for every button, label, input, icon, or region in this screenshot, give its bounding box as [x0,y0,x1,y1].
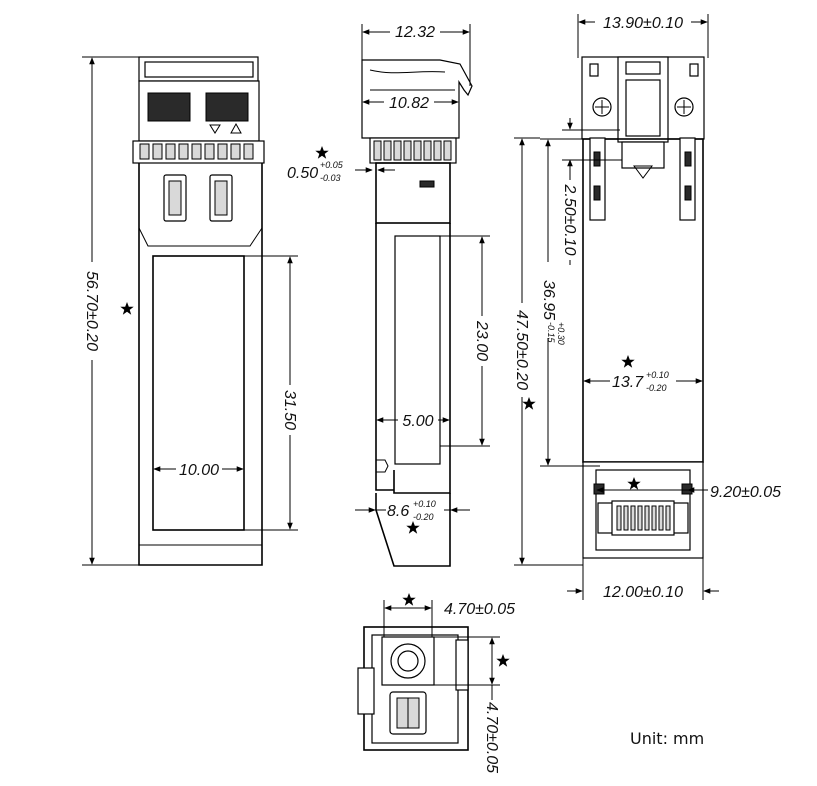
rear-latch-tab [625,61,661,75]
side-offset-text: 5.00 [402,413,433,430]
front-body [138,163,263,566]
rear-connector-contacts [611,500,675,536]
rear-slot [684,185,692,201]
screw-icon [674,97,694,117]
side-label-length-text: 23.00 [473,320,490,361]
dim-text-mask [390,22,440,39]
end-ferrule-inner [397,650,419,672]
star-icon [621,355,635,368]
label-length-text: 31.50 [281,390,298,430]
star-icon [522,397,536,410]
rear-rail-left [589,137,606,221]
cage-upper-text: +0.30 [556,322,566,345]
overall-length-text: 56.70±0.20 [83,271,100,351]
rear-latch-foot [621,141,665,169]
mid-upper-text: +0.10 [646,370,669,380]
step-lower-text: -0.03 [320,173,341,183]
rear-connector-pin [681,483,693,495]
dim-text-mask [610,368,676,394]
side-view: 12.32 10.82 0.50 +0.05 -0.03 23.00 5.00 … [287,22,491,567]
rear-latch-body [625,79,661,137]
dim-text-mask [537,262,567,338]
cage-base-text: 36.95 [540,280,557,320]
rear-connector-pin [593,483,605,495]
side-upper-body [375,162,451,224]
rear-clip-left [589,63,599,77]
side-top-width-text: 12.32 [395,24,435,41]
rear-view: 13.90±0.10 2.50±0.10 36.95 +0.30 -0.15 4… [513,13,781,601]
rear-rail-right [679,137,696,221]
end-right-rail [455,639,469,691]
dim-text-mask [281,385,299,435]
front-window-left-inner [168,180,182,216]
dim-text-mask [595,13,691,30]
dim-text-mask [513,303,531,397]
rear-slot [593,185,601,201]
front-step-line [138,227,263,247]
tail-base-text: 8.6 [387,503,409,520]
side-latch-width-text: 10.82 [389,95,429,112]
dim-text-mask [561,180,579,260]
unit-label: Unit: mm [630,729,704,748]
connector-height-text: 9.20±0.05 [710,484,781,501]
port-height-text: 4.70±0.05 [483,702,500,773]
star-icon [120,302,134,315]
mid-base-text: 13.7 [612,374,644,391]
star-icon [496,654,510,667]
rear-slot [593,151,601,167]
screw-icon [592,97,612,117]
front-port-right [205,92,249,122]
step-upper-text: +0.05 [320,160,344,170]
rear-connector-teeth [616,505,671,531]
body-length-text: 47.50±0.20 [513,310,530,390]
star-icon [402,593,416,606]
port-width-text: 4.70±0.05 [444,601,515,618]
rear-clip-right [689,63,699,77]
end-side-tab [357,667,375,715]
side-latch-curve [369,69,446,74]
side-tail [375,493,451,567]
up-triangle-icon [230,122,242,134]
dim-text-mask [83,262,101,360]
dim-text-mask [176,460,222,478]
front-view: 56.70±0.20 31.50 10.00 [82,56,299,566]
side-indicator-slot [419,180,435,188]
side-lower-body [375,223,451,494]
label-width-text: 10.00 [179,462,219,479]
front-window-right-inner [214,180,228,216]
step-base-text: 0.50 [287,165,318,182]
latch-offset-text: 2.50±0.10 [561,183,578,255]
dim-text-mask [398,411,438,428]
bottom-width-text: 12.00±0.10 [603,584,683,601]
down-triangle-icon [209,124,221,134]
side-spring-band [369,137,457,164]
front-latch-inner [144,61,254,78]
side-spring-fingers [373,140,452,161]
rear-top-width-text: 13.90±0.10 [603,15,683,32]
front-port-left [147,92,191,122]
dim-text-mask [386,499,444,523]
tail-upper-text: +0.10 [413,499,436,509]
dim-text-mask [384,93,434,110]
front-spring-fingers [139,143,254,160]
end-view: 4.70±0.05 4.70±0.05 [357,593,515,773]
side-notch [376,459,389,473]
dim-text-mask [473,316,491,366]
front-label-area [152,255,245,531]
star-icon [315,146,329,159]
rear-triangle-icon [633,165,653,179]
mid-lower-text: -0.20 [646,383,667,393]
rear-slot [684,151,692,167]
cage-lower-text: -0.15 [546,322,556,344]
tail-lower-text: -0.20 [413,512,434,522]
